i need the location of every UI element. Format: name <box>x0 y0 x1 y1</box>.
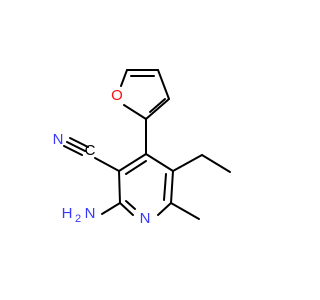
amino-subscript-label: 2 <box>75 213 81 225</box>
furan-oxygen-label: O <box>111 87 123 104</box>
bond-c5-c6 <box>170 170 174 204</box>
bond-furan-c2-c3-inner <box>149 98 166 113</box>
amino-nitrogen-label: N <box>85 205 96 222</box>
bond-furan-o-c2 <box>123 104 147 120</box>
bond-n1-c2-inner <box>125 200 136 210</box>
bond-c5-ethyl-ch2 <box>172 154 203 172</box>
bond-c3-cn-carbon <box>94 157 120 172</box>
bond-n1-c2 <box>119 202 134 216</box>
bond-furan-c2-c3 <box>145 98 170 120</box>
nitrile-carbon-label: C <box>85 142 96 159</box>
bond-ethyl-ch2-ch3 <box>201 154 231 173</box>
molecule-structure: N O N C H 2 N <box>53 69 231 227</box>
molecule-canvas: N O N C H 2 N <box>52 69 231 227</box>
bond-nitrile-triple-2 <box>69 137 89 148</box>
bond-furan-c5-o <box>120 69 128 87</box>
bond-c6-methyl <box>170 202 200 220</box>
bond-furan-c3-c4 <box>157 69 170 100</box>
bond-c3-c4-inner <box>125 160 147 175</box>
bond-c2-nh2 <box>101 202 121 215</box>
bond-c2-c3 <box>118 170 121 204</box>
bond-c3-c4 <box>118 153 147 172</box>
bond-nitrile-triple-1 <box>66 141 86 152</box>
nitrile-nitrogen-label: N <box>53 131 64 148</box>
bond-c5-c6-inner <box>163 173 167 201</box>
ring-nitrogen-label: N <box>140 210 151 227</box>
bond-c6-n1 <box>157 202 172 216</box>
bond-c4-c5 <box>145 153 174 172</box>
amino-hydrogen-label: H <box>62 205 73 222</box>
bond-nitrile-triple-3 <box>63 145 83 156</box>
